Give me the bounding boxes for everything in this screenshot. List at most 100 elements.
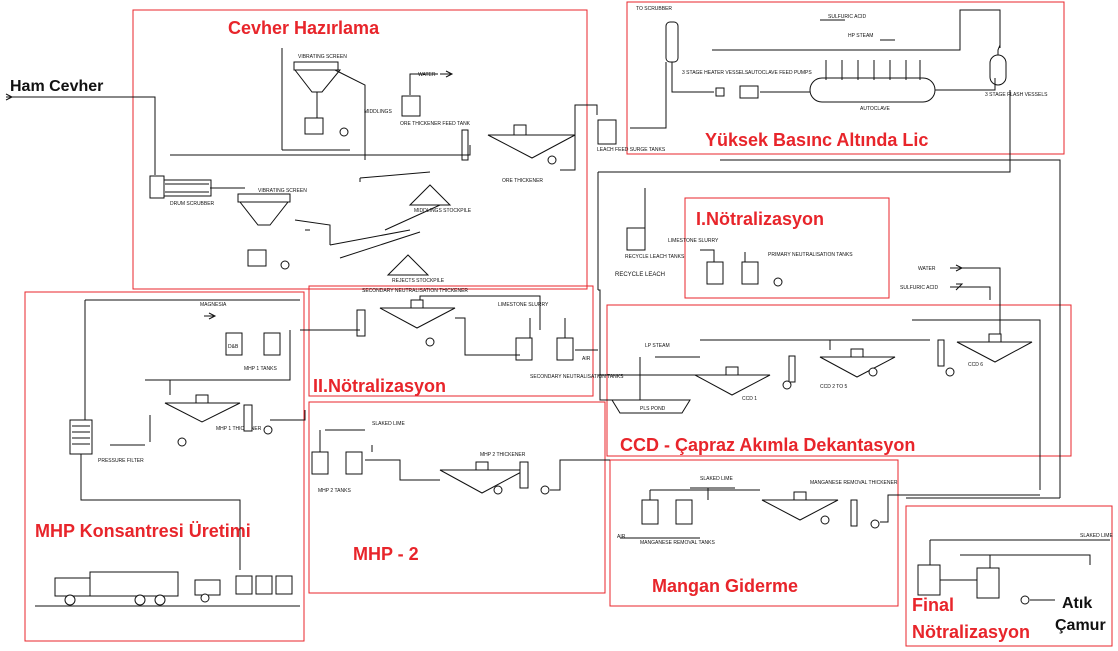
- drum-scrubber: [163, 180, 211, 196]
- pressure-filter-label: PRESSURE FILTER: [98, 458, 144, 464]
- pls-pond-label: PLS POND: [640, 406, 666, 412]
- title-mhp-2: MHP - 2: [353, 544, 419, 564]
- mhp2-thickener-label: MHP 2 THICKENER: [480, 452, 526, 458]
- bag-1: [236, 576, 252, 594]
- secondary-neut-thickener-label: SECONDARY NEUTRALISATION THICKENER: [362, 288, 468, 294]
- manganese-thickener-label: MANGANESE REMOVAL THICKENER: [810, 480, 898, 486]
- vibrating-screen-top: [295, 70, 340, 92]
- to-scrubber-label: TO SCRUBBER: [636, 6, 672, 12]
- tank-tag: D&B: [228, 344, 239, 350]
- manganese-tank-2: [676, 500, 692, 524]
- mhp1-tanks-label: MHP 1 TANKS: [244, 366, 277, 372]
- mhp1-thickener: [165, 403, 240, 422]
- atik-camur-line1: Atık: [1062, 595, 1092, 612]
- secondary-neut-tank-1: [516, 338, 532, 360]
- leach-feed-tank: [598, 120, 616, 144]
- rejects-stockpile-label: REJECTS STOCKPILE: [392, 278, 445, 284]
- recycle-leach-tank: [627, 228, 645, 250]
- recycle-leach-tanks-label: RECYCLE LEACH TANKS: [625, 254, 685, 260]
- middlings-label: MIDDLINGS: [364, 109, 392, 115]
- final-tank-2: [977, 568, 999, 598]
- rejects-stockpile: [388, 255, 428, 275]
- pressure-filter: [70, 420, 92, 454]
- limestone-2-label: LIMESTONE SLURRY: [498, 302, 549, 308]
- water-right-label: WATER: [918, 266, 936, 272]
- truck-trailer: [90, 572, 178, 596]
- atik-camur-line2: Çamur: [1055, 617, 1106, 634]
- title-notralizasyon-2: II.Nötralizasyon: [313, 376, 446, 396]
- ccd-2-5-thickener: [820, 357, 895, 377]
- leach-feed-label: LEACH FEED SURGE TANKS: [597, 147, 666, 153]
- air-label: AIR: [582, 356, 591, 362]
- scrubber-column: [666, 22, 678, 62]
- vibrating-screen-bottom-label: VIBRATING SCREEN: [258, 188, 307, 194]
- water-top-label: WATER: [418, 72, 436, 78]
- drum-scrubber-label: DRUM SCRUBBER: [170, 201, 215, 207]
- title-cevher-hazirlama: Cevher Hazırlama: [228, 18, 380, 38]
- autoclave-feed-label: AUTOCLAVE FEED PUMPS: [748, 70, 812, 76]
- slaked-lime-final-label: SLAKED LIME: [1080, 533, 1113, 539]
- mhp-concentrate-equipment: MAGNESIA MHP 1 TANKS MHP 1 THICKENER PRE…: [35, 300, 305, 606]
- box-ccd: [607, 305, 1071, 456]
- ore-thickener-feed-tank: [402, 96, 420, 116]
- sulfuric-acid-right-label: SULFURIC ACID: [900, 285, 938, 291]
- air-mangan-label: AIR: [617, 534, 626, 540]
- primary-neut-label: PRIMARY NEUTRALISATION TANKS: [768, 252, 853, 258]
- manganese-tanks-label: MANGANESE REMOVAL TANKS: [640, 540, 715, 546]
- manganese-tank-1: [642, 500, 658, 524]
- flash-vessels-label: 3 STAGE FLASH VESSELS: [985, 92, 1048, 98]
- flash-vessel: [990, 55, 1006, 85]
- mhp2-tanks-label: MHP 2 TANKS: [318, 488, 351, 494]
- primary-neut-tank-1: [707, 262, 723, 284]
- recycle-leach-label: RECYCLE LEACH: [615, 272, 665, 278]
- mhp2-tank-1: [312, 452, 328, 474]
- title-mangan-giderme: Mangan Giderme: [652, 576, 798, 596]
- ccd1-label: CCD 1: [742, 396, 757, 402]
- neutralisation-2-equipment: SECONDARY NEUTRALISATION THICKENER LIMES…: [300, 288, 624, 380]
- lp-steam-label: LP STEAM: [645, 343, 670, 349]
- bag-2: [256, 576, 272, 594]
- vibrating-screen-top-label: VIBRATING SCREEN: [298, 54, 347, 60]
- hp-steam-label: HP STEAM: [848, 33, 873, 39]
- limestone-1-label: LIMESTONE SLURRY: [668, 238, 719, 244]
- mhp2-thickener: [440, 470, 525, 493]
- forklift: [195, 580, 220, 595]
- autoclave-label: AUTOCLAVE: [860, 106, 890, 112]
- secondary-neut-thickener: [380, 308, 455, 328]
- autoclave-vessel: [810, 78, 935, 102]
- secondary-neut-tank-2: [557, 338, 573, 360]
- ham-cevher-label: Ham Cevher: [10, 78, 103, 95]
- title-final-line2: Nötralizasyon: [912, 622, 1030, 642]
- ore-thickener: [488, 135, 575, 158]
- ccd-6-thickener: [957, 342, 1032, 362]
- mhp1-thickener-label: MHP 1 THICKENER: [216, 426, 262, 432]
- title-ccd: CCD - Çapraz Akımla Dekantasyon: [620, 435, 915, 455]
- ore-thickener-feed-label: ORE THICKENER FEED TANK: [400, 121, 471, 127]
- vibrating-screen-bottom: [240, 202, 288, 225]
- slaked-lime-mhp2-label: SLAKED LIME: [372, 421, 405, 427]
- final-neutralisation-equipment: SLAKED LIME: [918, 533, 1113, 604]
- mhp2-tank-2: [346, 452, 362, 474]
- box-cevher-hazirlama: [133, 10, 587, 289]
- heater-vessels-label: 3 STAGE HEATER VESSELS: [682, 70, 749, 76]
- box-mhp-2: [309, 402, 605, 593]
- mhp1-tank-2: [264, 333, 280, 355]
- autoclave-pump: [716, 88, 724, 96]
- ore-thickener-label: ORE THICKENER: [502, 178, 543, 184]
- magnesia-label: MAGNESIA: [200, 302, 227, 308]
- final-tank-1: [918, 565, 940, 595]
- bag-3: [276, 576, 292, 594]
- truck-cab: [55, 578, 90, 596]
- middlings-stockpile: [410, 185, 450, 205]
- ccd-1-thickener: [695, 375, 770, 395]
- slaked-lime-mangan-label: SLAKED LIME: [700, 476, 733, 482]
- mhp-2-equipment: SLAKED LIME MHP 2 TANKS MHP 2 THICKENER: [312, 421, 610, 494]
- title-notralizasyon-1: I.Nötralizasyon: [696, 209, 824, 229]
- title-yuksek-basinc: Yüksek Basınc Altında Lic: [705, 130, 928, 150]
- ccd2to5-label: CCD 2 TO 5: [820, 384, 848, 390]
- primary-neut-tank-2: [742, 262, 758, 284]
- ccd6-label: CCD 6: [968, 362, 983, 368]
- title-mhp-konsantre: MHP Konsantresi Üretimi: [35, 521, 251, 541]
- ore-prep-equipment: DRUM SCRUBBER VIBRATING SCREEN VIBRATING…: [150, 48, 597, 284]
